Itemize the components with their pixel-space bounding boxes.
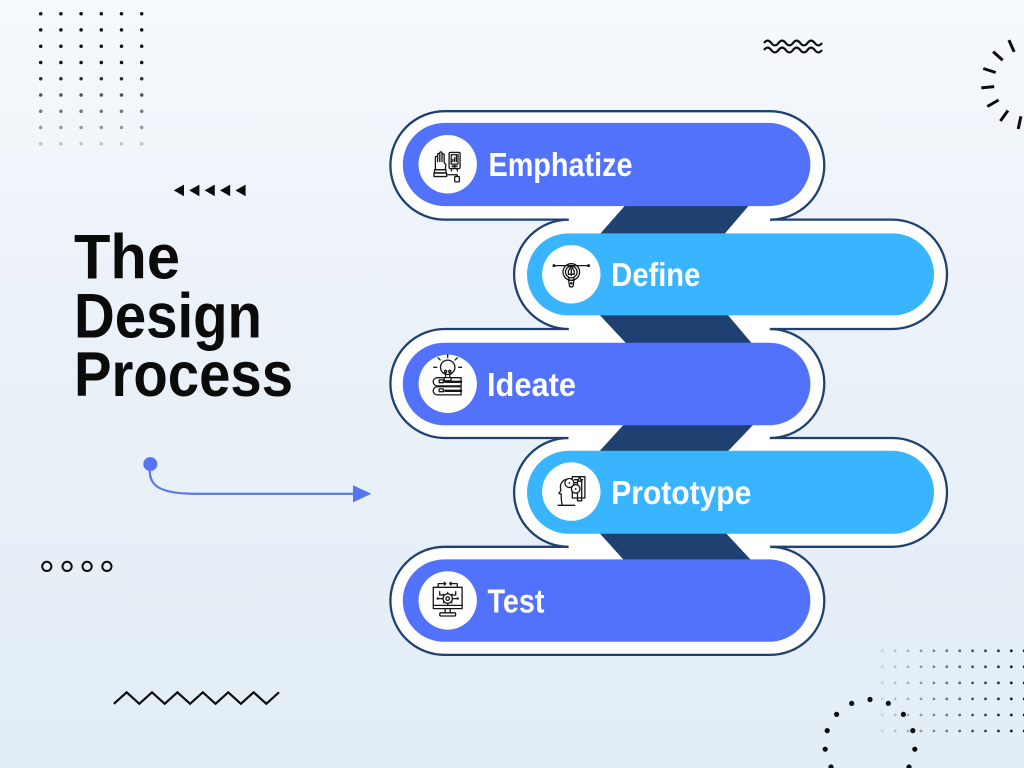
svg-text:Design: Design [74, 282, 262, 352]
svg-text:Test: Test [488, 583, 545, 620]
svg-text:Prototype: Prototype [611, 474, 751, 511]
svg-text:Define: Define [611, 256, 700, 293]
svg-text:Ideate: Ideate [487, 366, 576, 403]
svg-text:Process: Process [74, 340, 293, 410]
svg-text:The: The [74, 223, 180, 293]
svg-text:Emphatize: Emphatize [489, 146, 633, 183]
